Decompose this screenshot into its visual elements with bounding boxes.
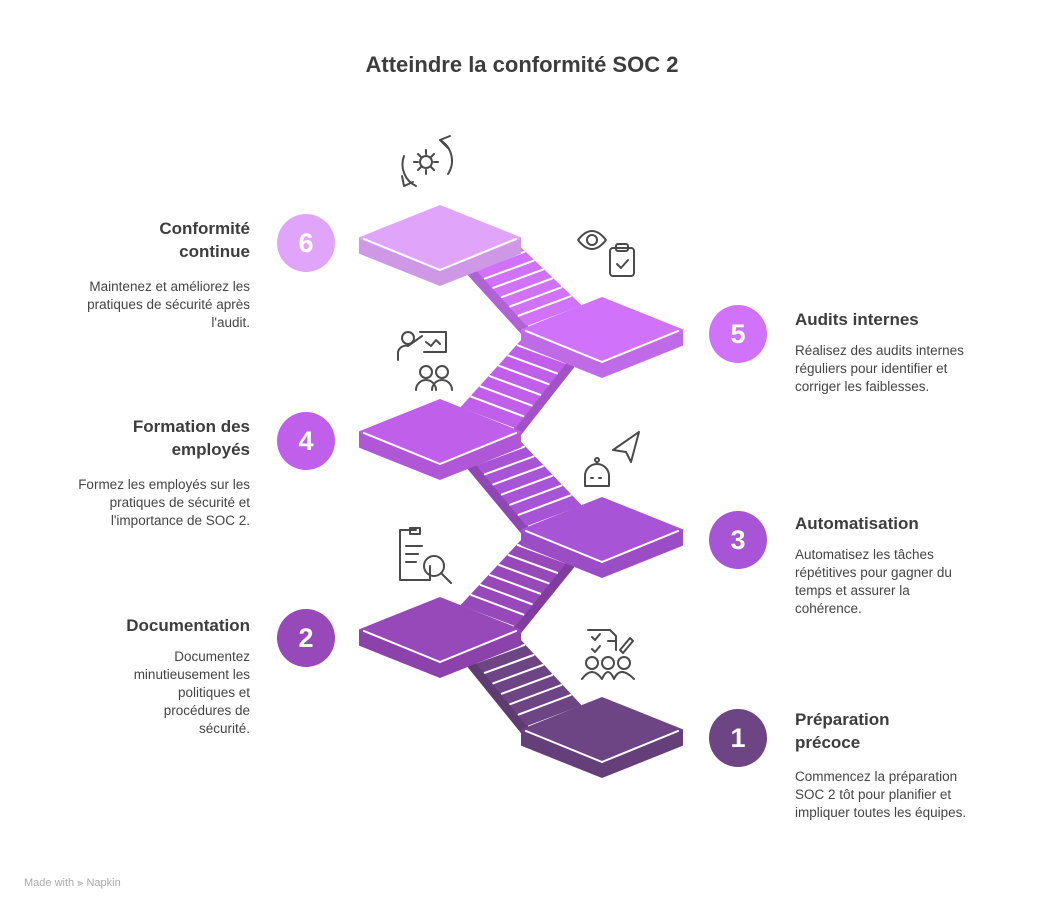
stair-step-edge	[492, 465, 544, 486]
gear-cycle-icon	[401, 135, 453, 187]
platform-edge	[525, 730, 603, 763]
step-description-2: Documentez minutieusement les politiques…	[133, 649, 250, 736]
step-number-1: 1	[709, 709, 767, 767]
step-label-3: Automatisation	[795, 514, 919, 533]
step-description-5: Réalisez des audits internes réguliers p…	[795, 343, 964, 394]
team-checklist-icon	[581, 629, 635, 680]
step-label-5: Audits internes	[795, 310, 919, 329]
stair-step-edge	[500, 474, 554, 496]
stair-step-edge	[470, 395, 525, 418]
presentation-icon	[397, 331, 453, 391]
stair-step-edge	[500, 277, 554, 299]
step-number-2: 2	[277, 609, 335, 667]
page-title: Atteindre la conformité SOC 2	[365, 52, 679, 77]
platform-edge	[601, 530, 679, 563]
stair-step-edge	[507, 354, 559, 375]
stair-step-edge	[509, 286, 563, 308]
step-description-6: Maintenez et améliorez les pratiques de …	[87, 279, 250, 330]
platform-edge	[439, 238, 517, 271]
step-label-2: Documentation	[126, 616, 250, 635]
platform-edge	[439, 630, 517, 663]
platform-edge	[601, 730, 679, 763]
stair-step-edge	[509, 684, 563, 706]
stair-step-edge	[492, 664, 544, 685]
step-description-1: Commencez la préparation SOC 2 tôt pour …	[795, 769, 967, 820]
platform-edge	[525, 530, 603, 563]
step-number-5: 5	[709, 305, 767, 363]
robot-cursor-icon	[584, 431, 640, 487]
stair-step-edge	[483, 455, 535, 476]
stair-step-edge	[498, 364, 550, 386]
step-number-6: 6	[277, 214, 335, 272]
platform-edge	[601, 330, 679, 363]
stair-step-edge	[488, 375, 542, 396]
stair-step-edge	[507, 554, 559, 574]
stair-step-edge	[517, 494, 572, 516]
stair-step-edge	[500, 674, 554, 695]
stair-step-edge	[483, 259, 535, 280]
step-number-3: 3	[709, 511, 767, 569]
stair-step-edge	[470, 594, 525, 616]
stair-step-edge	[479, 584, 533, 606]
stair-step-edge	[517, 295, 572, 317]
stair-step-edge	[479, 385, 533, 407]
stair-step-edge	[517, 694, 572, 716]
step-number-4: 4	[277, 412, 335, 470]
eye-clipboard-icon	[577, 230, 635, 277]
platform-edge	[363, 432, 441, 465]
step-label-6: Conformité continue	[159, 219, 250, 261]
stair-step-edge	[498, 564, 550, 585]
step-description-4: Formez les employés sur les pratiques de…	[78, 477, 250, 528]
footer-credit: Made with ⫸ Napkin	[24, 877, 121, 889]
document-search-icon	[399, 527, 452, 584]
stair-step-edge	[483, 654, 535, 674]
step-label-1: Préparation précoce	[795, 710, 890, 752]
stair-step-edge	[492, 268, 544, 289]
platform-edge	[363, 630, 441, 663]
stair-step-edge	[509, 484, 563, 506]
platform-edge	[525, 330, 603, 363]
stair-step-edge	[488, 574, 542, 595]
platform-edge	[439, 432, 517, 465]
step-label-4: Formation des employés	[132, 417, 250, 459]
platform-edge	[363, 238, 441, 271]
step-description-3: Automatisez les tâches répétitives pour …	[795, 547, 952, 616]
